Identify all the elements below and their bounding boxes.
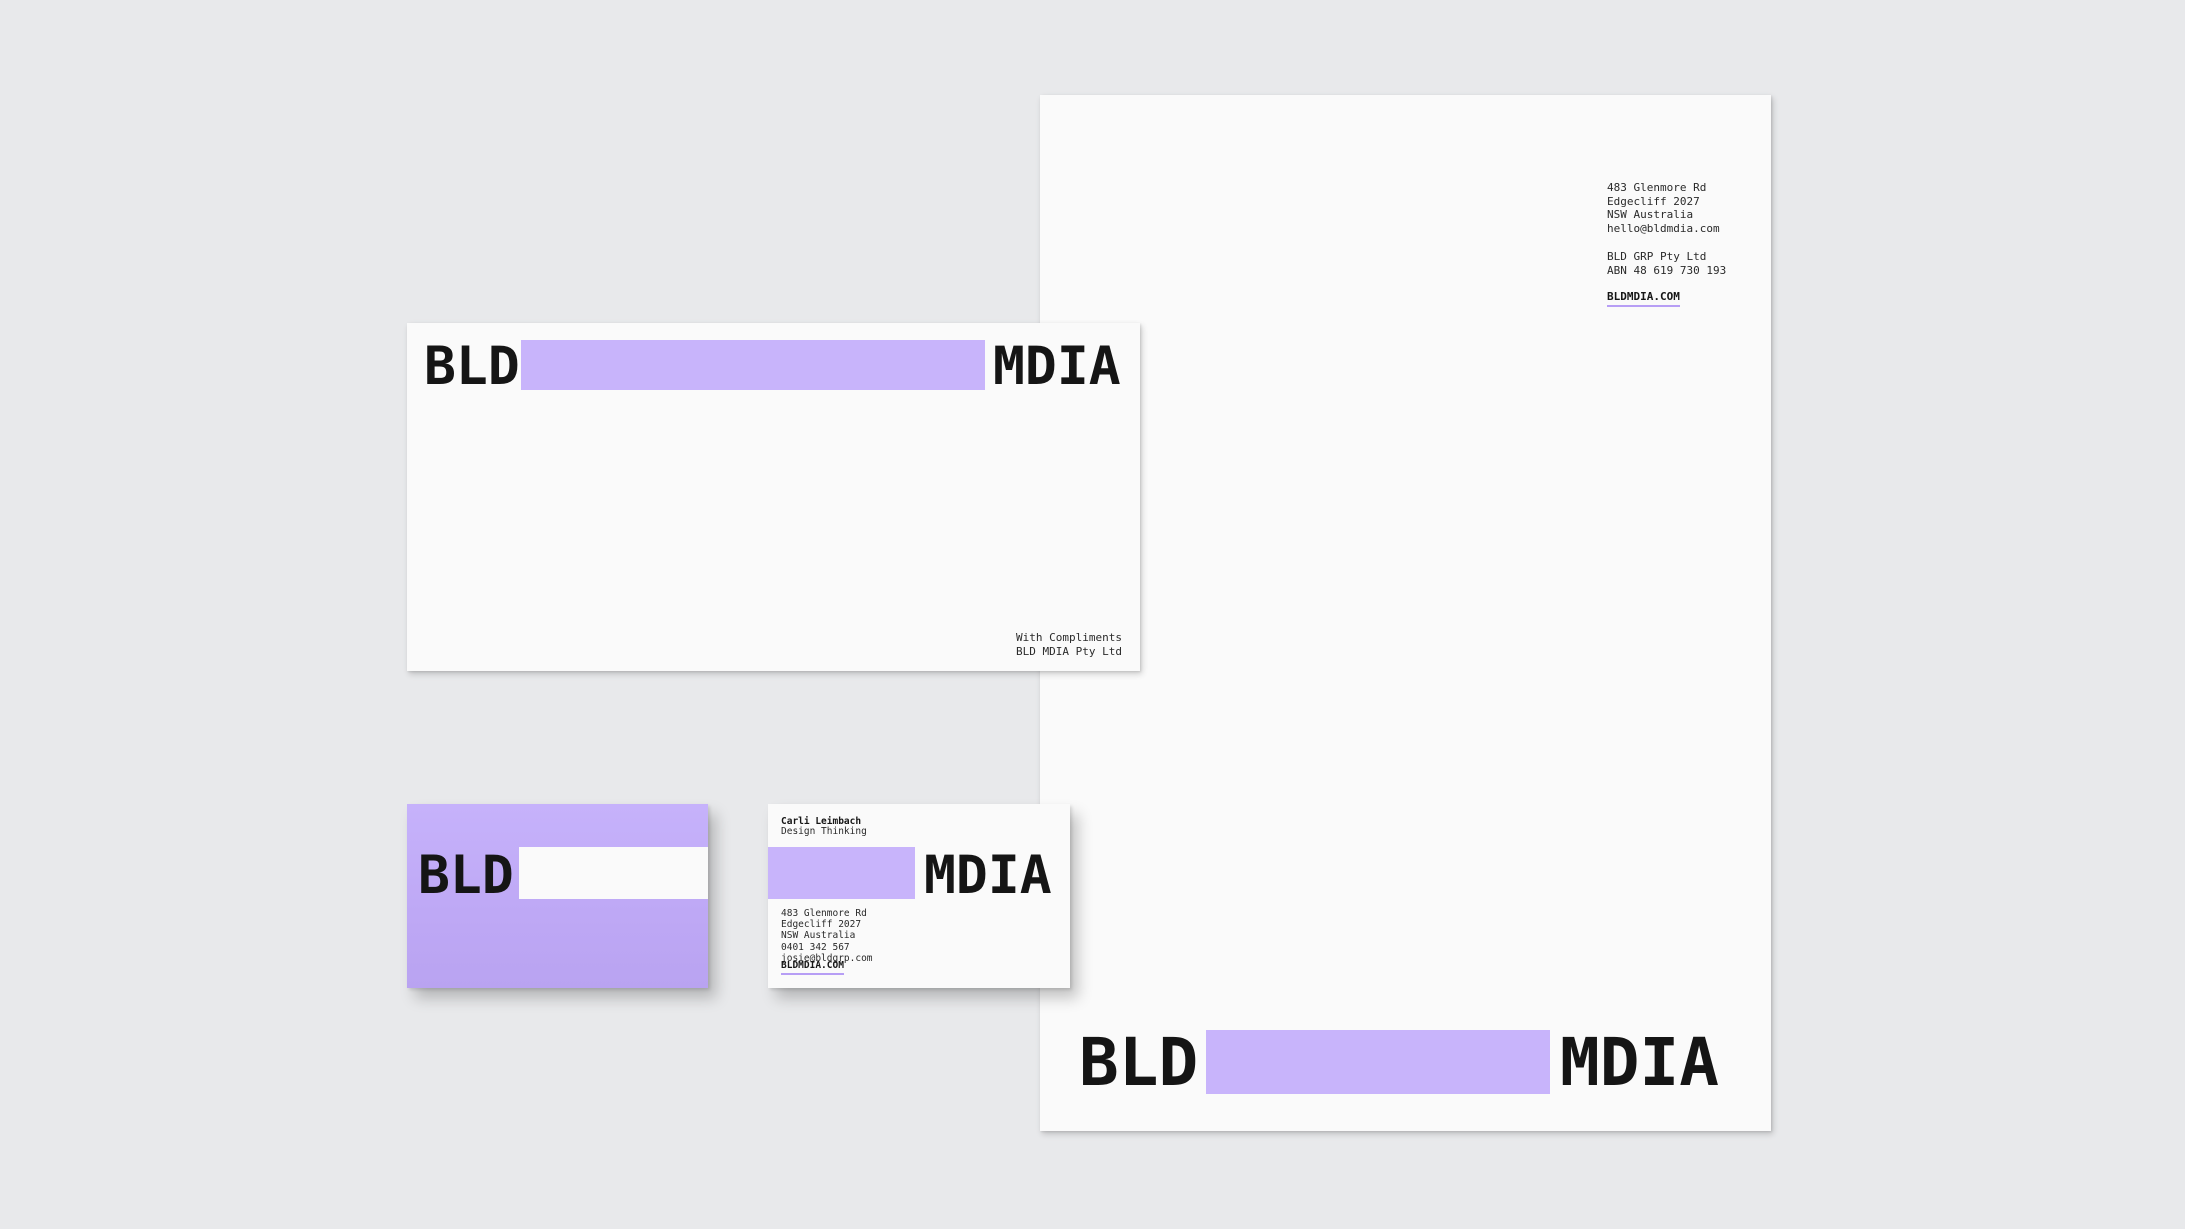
card-front-logo-left: BLD [418,845,514,906]
letterhead-logo-bar [1206,1030,1550,1094]
card-person-title: Design Thinking [781,826,867,837]
card-front-logo-bar [519,847,708,899]
card-contact-details: 483 Glenmore Rd Edgecliff 2027 NSW Austr… [781,908,873,964]
card-back-logo-right: MDIA [924,845,1052,906]
letterhead-address: 483 Glenmore Rd Edgecliff 2027 NSW Austr… [1607,181,1720,235]
letterhead-logo-right: MDIA [1560,1024,1719,1101]
slip-logo-bar [521,340,985,390]
card-website-link: BLDMDIA.COM [781,960,844,975]
card-person-name: Carli Leimbach [781,816,862,827]
letterhead-logo-left: BLD [1079,1024,1199,1101]
card-back-logo-bar [768,847,915,899]
letterhead: 483 Glenmore Rd Edgecliff 2027 NSW Austr… [1040,95,1771,1131]
business-card-front: BLD [407,804,708,988]
letterhead-company-details: BLD GRP Pty Ltd ABN 48 619 730 193 [1607,250,1727,277]
slip-compliments-text: With Compliments BLD MDIA Pty Ltd [1016,631,1122,658]
letterhead-website-link: BLDMDIA.COM [1607,290,1680,307]
slip-logo-right: MDIA [993,336,1121,397]
slip-logo-left: BLD [424,336,520,397]
compliments-slip: BLD MDIA With Compliments BLD MDIA Pty L… [407,323,1140,671]
business-card-back: Carli Leimbach Design Thinking MDIA 483 … [768,804,1070,988]
